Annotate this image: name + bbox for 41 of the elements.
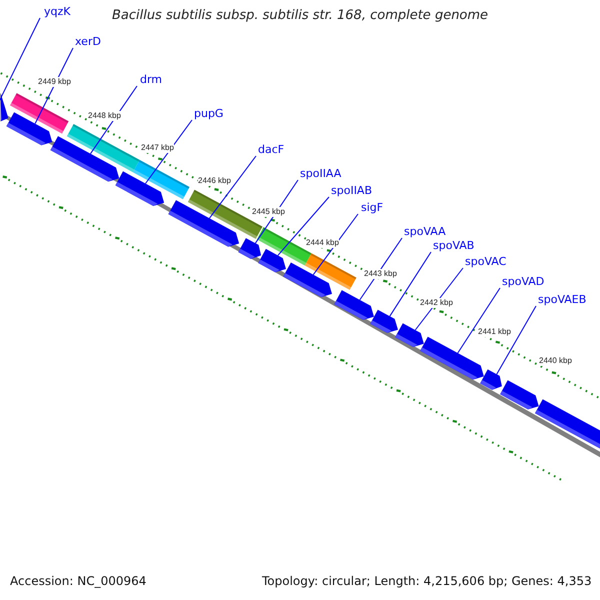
gene-label: spoVAA — [404, 226, 446, 238]
gene-label: spoVAB — [433, 240, 474, 252]
gene-feature — [420, 336, 484, 380]
leader-line — [389, 252, 432, 317]
scale-label: 2446 kbp — [198, 176, 231, 186]
gene-label: yqzK — [44, 6, 70, 18]
gene-label: spoVAC — [465, 256, 506, 268]
gene-feature — [535, 399, 600, 450]
gene-feature — [480, 369, 502, 390]
gene-label: drm — [140, 74, 162, 86]
scale-label: 2449 kbp — [38, 77, 71, 87]
gene-label: pupG — [194, 108, 224, 120]
gene-feature — [370, 310, 398, 333]
scale-label: 2443 kbp — [364, 269, 397, 279]
scale-label: 2445 kbp — [252, 207, 285, 217]
gene-label: dacF — [258, 144, 284, 156]
gene-label: spoVAEB — [538, 294, 586, 306]
gene-label: spoIIAA — [300, 168, 342, 180]
scale-label: 2448 kbp — [88, 111, 121, 121]
gene-feature — [500, 380, 539, 410]
gene-label: spoIIAB — [331, 185, 372, 197]
leader-line — [359, 238, 402, 300]
footer-text: Accession: NC_000964 — [10, 574, 146, 588]
gene-feature — [395, 323, 424, 347]
leader-line — [496, 306, 536, 375]
leader-line — [34, 48, 74, 124]
leader-line — [457, 288, 500, 354]
gene-feature — [258, 248, 286, 272]
scale-label: 2441 kbp — [478, 327, 511, 337]
gene-feature — [0, 92, 8, 122]
gene-label: sigF — [361, 202, 384, 214]
scale-label: 2440 kbp — [539, 356, 572, 366]
gene-label: xerD — [75, 36, 101, 48]
gene-feature — [238, 238, 262, 259]
footer-text: Topology: circular; Length: 4,215,606 bp; Genes: 4,353 — [262, 574, 592, 588]
gene-label: spoVAD — [502, 276, 544, 288]
gene-feature — [334, 290, 374, 320]
scale-label: 2447 kbp — [141, 143, 174, 153]
scale-label: 2444 kbp — [306, 238, 339, 248]
title: Bacillus subtilis subsp. subtilis str. 168, complete genome — [112, 8, 488, 24]
scale-label: 2442 kbp — [420, 298, 453, 308]
